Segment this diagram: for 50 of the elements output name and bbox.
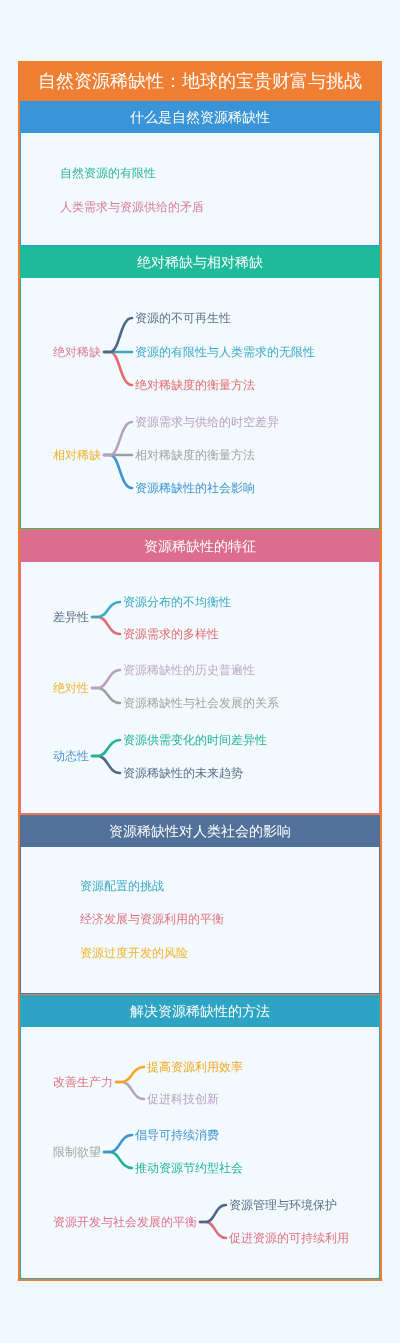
leaf-text: 资源的有限性与人类需求的无限性 (135, 344, 315, 360)
branch-line (102, 316, 134, 354)
branch-text: 差异性 (53, 609, 89, 625)
branch-text: 改善生产力 (53, 1074, 113, 1090)
leaf-text: 资源的不可再生性 (135, 310, 231, 326)
item-text: 人类需求与资源供给的矛盾 (60, 199, 204, 215)
branch-line (90, 738, 122, 758)
leaf-text: 资源稀缺性的历史普遍性 (123, 662, 255, 678)
leaf-text: 资源分布的不均衡性 (123, 594, 231, 610)
section-header: 什么是自然资源稀缺性 (21, 102, 379, 133)
leaf-text: 相对稀缺度的衡量方法 (135, 447, 255, 463)
branch-line (114, 1065, 146, 1084)
section-panel (20, 246, 380, 529)
branch-text: 限制欲望 (53, 1144, 101, 1160)
branch-text: 资源开发与社会发展的平衡 (53, 1214, 197, 1230)
leaf-text: 资源供需变化的时间差异性 (123, 732, 267, 748)
section-header: 绝对稀缺与相对稀缺 (21, 247, 379, 278)
branch-text: 绝对稀缺 (53, 344, 101, 360)
branch-text: 绝对性 (53, 680, 89, 696)
leaf-text: 倡导可持续消费 (135, 1127, 219, 1143)
branch-line (102, 420, 134, 457)
branch-line (102, 1133, 134, 1154)
leaf-text: 资源需求的多样性 (123, 626, 219, 642)
section-header: 资源稀缺性的特征 (21, 531, 379, 562)
poster-frame (18, 61, 382, 1281)
leaf-text: 促进科技创新 (147, 1091, 219, 1107)
branch-line (198, 1203, 228, 1224)
item-text: 自然资源的有限性 (60, 165, 156, 181)
section-header: 资源稀缺性对人类社会的影响 (21, 816, 379, 847)
section-panel (20, 995, 380, 1279)
item-text: 经济发展与资源利用的平衡 (80, 911, 224, 927)
branch-line (90, 668, 122, 690)
leaf-text: 资源稀缺性的未来趋势 (123, 765, 243, 781)
branch-text: 动态性 (53, 748, 89, 764)
item-text: 资源配置的挑战 (80, 878, 164, 894)
leaf-text: 资源稀缺性的社会影响 (135, 480, 255, 496)
section-header: 解决资源稀缺性的方法 (21, 996, 379, 1027)
leaf-text: 资源需求与供给的时空差异 (135, 414, 279, 430)
section-panel (20, 815, 380, 994)
leaf-text: 资源管理与环境保护 (229, 1197, 337, 1213)
branch-line (90, 600, 122, 619)
leaf-text: 资源稀缺性与社会发展的关系 (123, 695, 279, 711)
item-text: 资源过度开发的风险 (80, 945, 188, 961)
leaf-text: 推动资源节约型社会 (135, 1160, 243, 1176)
leaf-text: 绝对稀缺度的衡量方法 (135, 377, 255, 393)
section-panel (20, 101, 380, 246)
section-panel (20, 530, 380, 814)
branch-text: 相对稀缺 (53, 447, 101, 463)
leaf-text: 促进资源的可持续利用 (229, 1230, 349, 1246)
leaf-text: 提高资源利用效率 (147, 1059, 243, 1075)
